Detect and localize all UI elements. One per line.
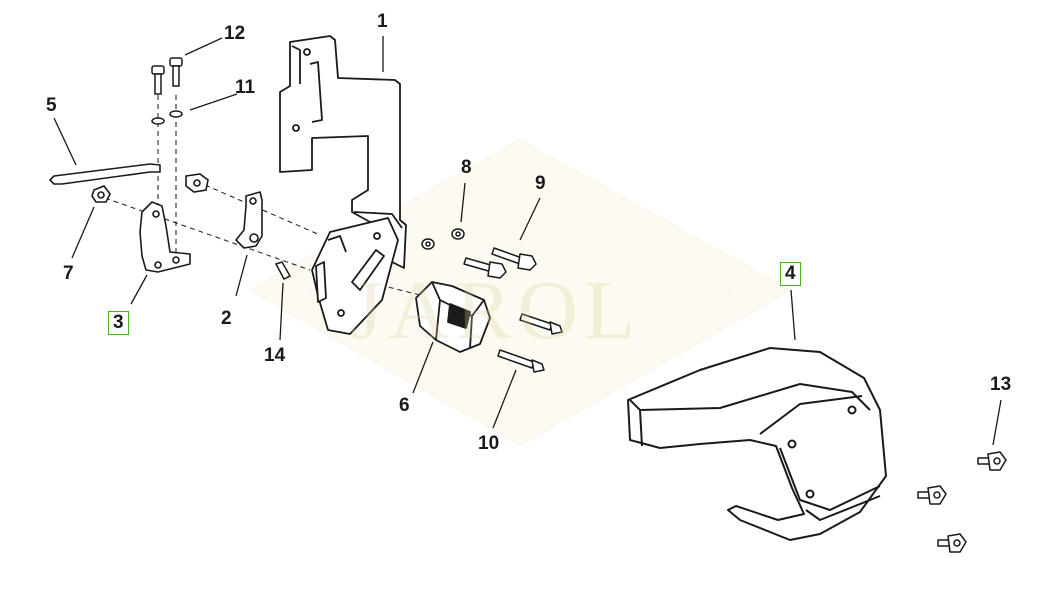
callout-10: 10	[478, 433, 500, 454]
part-2-link	[235, 191, 263, 249]
leader-lines	[53, 36, 1002, 446]
part-12-screws	[151, 57, 183, 95]
leader-4	[790, 289, 796, 341]
part-1-main-bracket	[279, 35, 407, 335]
part-9-bolts	[463, 247, 537, 279]
callout-8: 8	[461, 157, 472, 178]
part-6-cam-block	[415, 281, 491, 353]
watermark-text: JAROL	[350, 264, 642, 357]
leader-10	[492, 369, 517, 429]
part-11-washers	[151, 110, 183, 125]
leader-3	[130, 274, 148, 305]
callout-13: 13	[990, 374, 1012, 395]
leader-14	[279, 282, 284, 341]
leader-11	[189, 93, 238, 111]
callout-11: 11	[235, 77, 256, 98]
leader-13	[992, 399, 1002, 446]
callout-3: 3	[108, 311, 129, 335]
leader-2	[235, 254, 248, 297]
callout-6: 6	[399, 395, 410, 416]
leader-7	[71, 206, 95, 259]
callout-2: 2	[221, 308, 232, 329]
callout-1: 1	[377, 11, 388, 32]
leader-6	[412, 341, 434, 394]
part-13-screws	[917, 451, 1007, 553]
part-4-cover	[627, 347, 887, 541]
callout-9: 9	[535, 173, 546, 194]
callout-12: 12	[224, 23, 246, 44]
part-14-pin	[274, 261, 292, 280]
alignment-lines	[104, 95, 441, 301]
leader-12	[184, 37, 223, 56]
leader-8	[460, 182, 466, 223]
part-8-washers	[421, 228, 465, 250]
part-5-rod	[49, 163, 161, 185]
part-7-nut	[91, 185, 111, 203]
leader-9	[519, 197, 541, 241]
callout-14: 14	[264, 345, 286, 366]
leader-5	[53, 117, 77, 166]
part-3-small-bracket	[139, 201, 191, 273]
part-10-bolts	[497, 313, 563, 373]
pivot-nut	[185, 173, 209, 193]
callout-4: 4	[780, 262, 801, 286]
callout-5: 5	[46, 95, 57, 116]
callout-7: 7	[63, 263, 74, 284]
